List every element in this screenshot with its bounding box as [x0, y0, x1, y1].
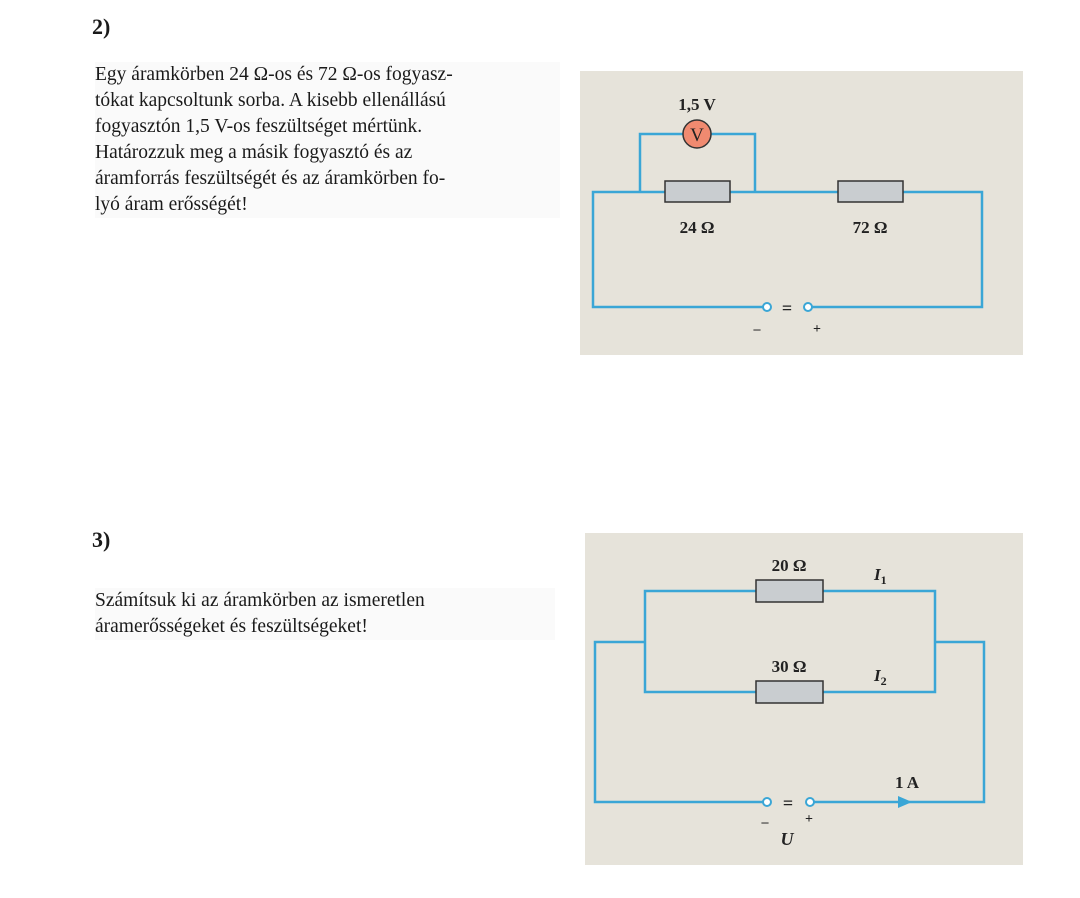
- text-line: tókat kapcsoltunk sorba. A kisebb ellená…: [95, 90, 446, 111]
- terminal-plus: [803, 302, 813, 312]
- dc-source-symbol: =: [783, 793, 793, 813]
- resistor-72: [837, 180, 904, 203]
- plus-sign: +: [813, 322, 821, 337]
- resistor-20: [755, 579, 824, 603]
- parallel-circuit-diagram: 20 Ω 30 Ω I1 I2 1 A = – + U: [585, 533, 1023, 865]
- series-circuit-diagram: V 1,5 V 24 Ω 72 Ω = – +: [580, 71, 1023, 355]
- text-line: Egy áramkörben 24 Ω-os és 72 Ω-os fogyas…: [95, 64, 453, 85]
- text-line: áramerősségeket és feszültségeket!: [95, 616, 368, 637]
- i2-label: I2: [873, 666, 887, 688]
- problem-3-text: Számítsuk ki az áramkörben az ismeretlen…: [95, 588, 555, 640]
- text-line: áramforrás feszültségét és az áramkörben…: [95, 168, 446, 189]
- current-label: 1 A: [895, 773, 920, 792]
- voltmeter-icon: [682, 119, 712, 149]
- voltage-label: U: [781, 829, 795, 849]
- i1-label: I1: [873, 565, 887, 587]
- diagram-panel: [580, 71, 1023, 355]
- plus-sign: +: [805, 812, 813, 827]
- text-line: lyó áram erősségét!: [95, 194, 248, 215]
- current-arrow-icon: [898, 796, 912, 808]
- voltmeter-reading: 1,5 V: [678, 95, 716, 114]
- minus-sign: –: [761, 815, 770, 830]
- terminal-plus: [805, 797, 815, 807]
- problem-2-text: Egy áramkörben 24 Ω-os és 72 Ω-os fogyas…: [95, 62, 560, 218]
- r1-label: 20 Ω: [772, 556, 807, 575]
- r2-label: 72 Ω: [853, 218, 888, 237]
- terminal-minus: [762, 302, 772, 312]
- voltmeter-symbol: V: [690, 125, 704, 146]
- dc-source-symbol: =: [782, 298, 792, 318]
- r2-label: 30 Ω: [772, 657, 807, 676]
- problem-2-number: 2): [92, 14, 111, 39]
- problem-3-number: 3): [92, 527, 111, 552]
- minus-sign: –: [753, 322, 762, 337]
- wires: [591, 132, 984, 309]
- terminal-minus: [762, 797, 772, 807]
- text-line: fogyasztón 1,5 V-os feszültséget mértünk…: [95, 116, 423, 137]
- text-line: Határozzuk meg a másik fogyasztó és az: [95, 142, 413, 163]
- resistor-30: [755, 680, 824, 704]
- resistor-24: [664, 180, 731, 203]
- text-line: Számítsuk ki az áramkörben az ismeretlen: [95, 590, 425, 611]
- r1-label: 24 Ω: [680, 218, 715, 237]
